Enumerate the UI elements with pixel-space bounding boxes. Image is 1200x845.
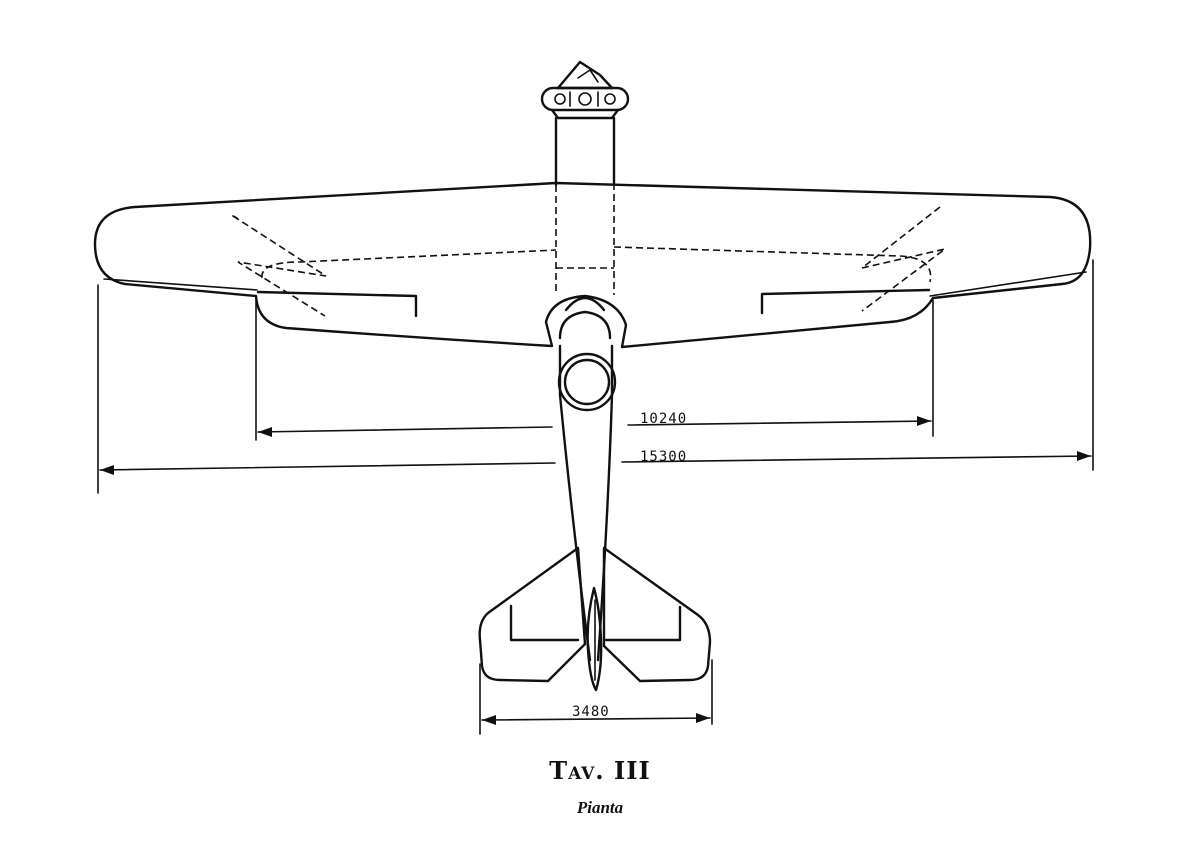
- dimension-tailplane-span: [479, 659, 713, 735]
- tailplane: [478, 546, 712, 683]
- wing-bracing-right: [861, 206, 946, 312]
- dimension-label-wing-span: 15300: [640, 449, 687, 465]
- dimension-label-tailplane-span: 3480: [572, 704, 610, 720]
- engine-nose: [540, 60, 630, 120]
- main-wing: [93, 181, 1092, 349]
- dimension-wing-span: [97, 259, 1094, 494]
- dimension-label-aileron-span: 10240: [640, 411, 687, 427]
- forward-fuselage: [554, 116, 616, 295]
- plate-subtitle: Pianta: [576, 798, 624, 817]
- rudder: [586, 586, 603, 692]
- plate-title: Tav. III: [549, 756, 651, 785]
- wing-bracing-left: [232, 215, 327, 317]
- cockpit: [557, 296, 617, 412]
- dimension-aileron-span: [255, 299, 934, 441]
